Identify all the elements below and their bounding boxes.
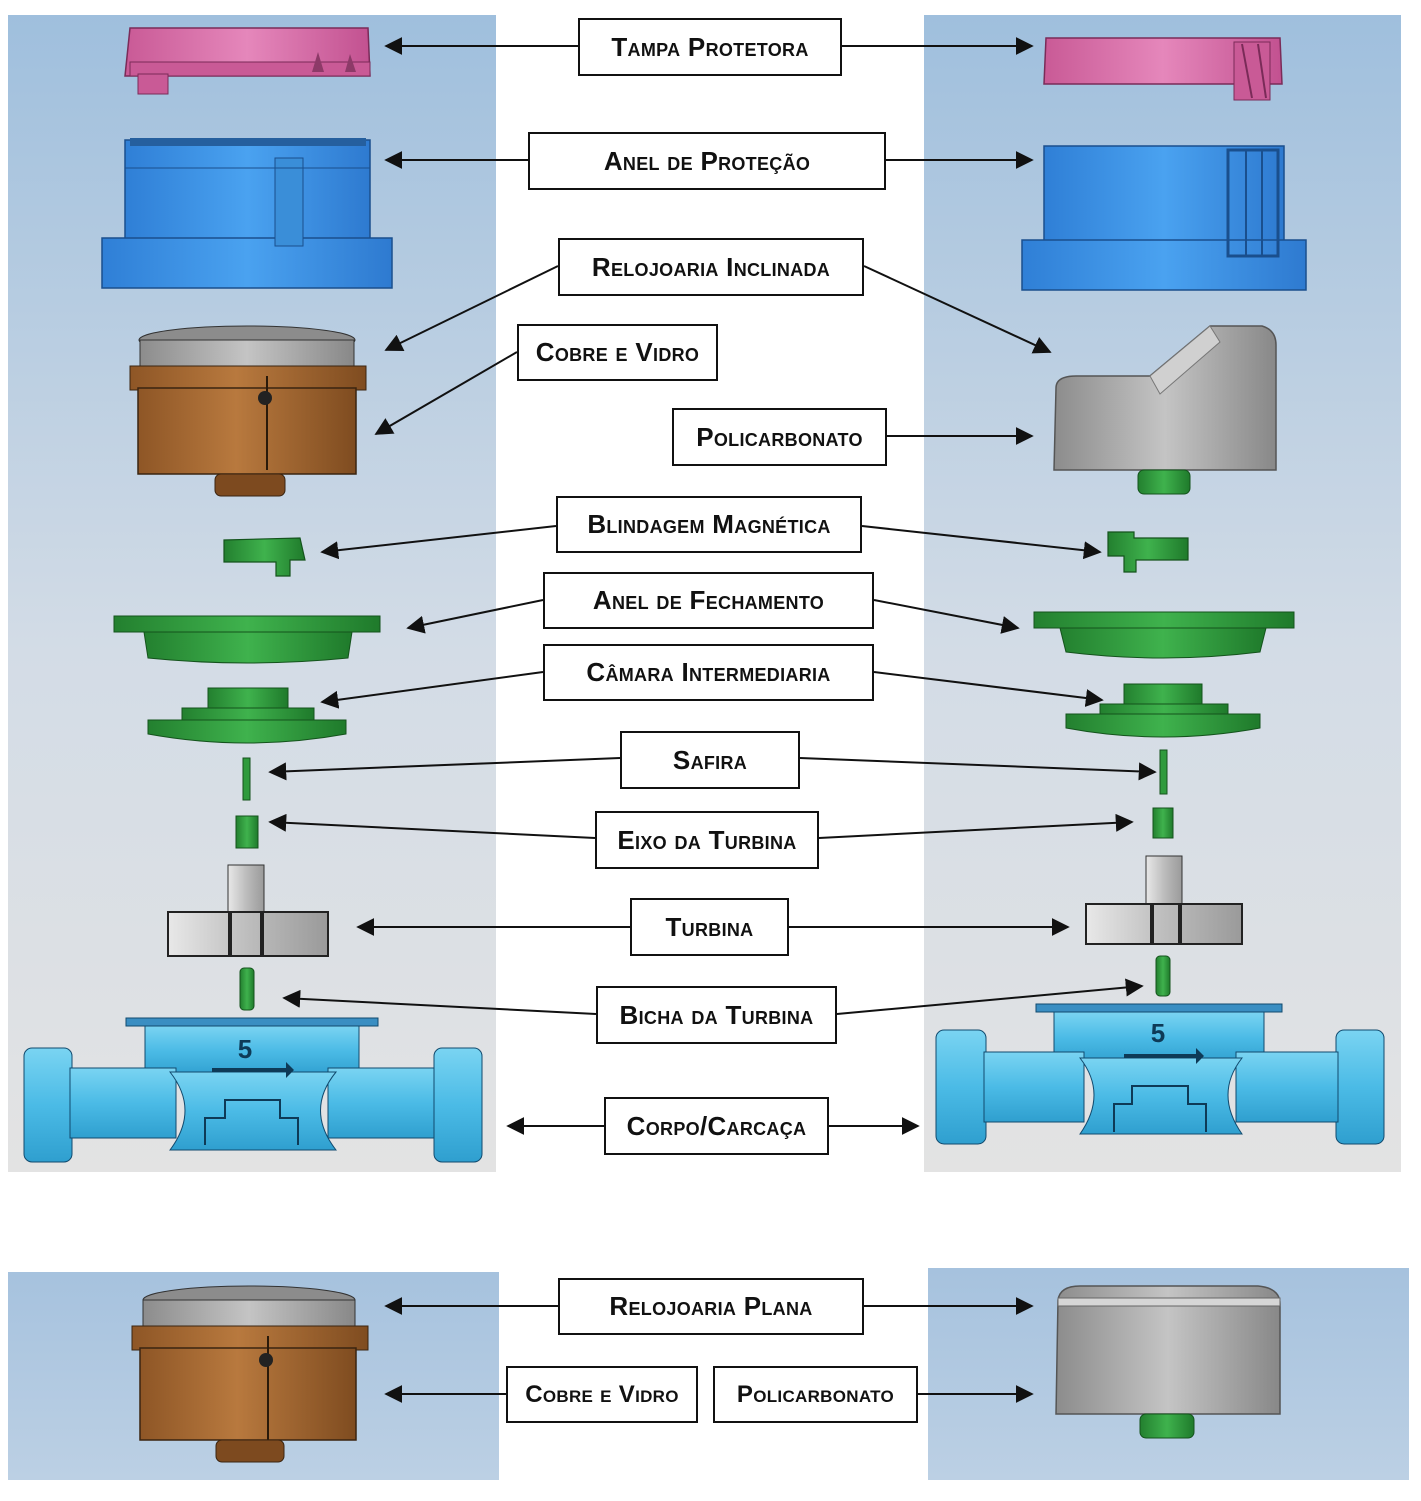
label-blindagem-magnetica: Blindagem Magnética [556,496,862,553]
right-corpo-carcaca: 5 [935,1003,1385,1145]
label-safira: Safira [620,731,800,789]
right-anel-protecao [1021,145,1307,291]
right-anel-fechamento [1033,611,1295,659]
bottom-right-relojoaria-policarbonato [1055,1285,1281,1439]
right-relojoaria-policarbonato [1053,325,1277,495]
right-body-marking: 5 [1151,1018,1165,1048]
label-eixo-turbina: Eixo da Turbina [595,811,819,869]
right-blindagem-magnetica [1107,531,1189,573]
label-cobre-vidro-plana: Cobre e Vidro [506,1366,698,1423]
left-turbina [167,864,329,957]
left-blindagem-magnetica [223,537,306,577]
right-camara-intermediaria [1065,683,1261,738]
label-anel-fechamento: Anel de Fechamento [543,572,874,629]
right-bicha-turbina [1155,955,1171,997]
left-camara-intermediaria [147,687,347,744]
label-policarbonato-plana: Policarbonato [713,1366,918,1423]
right-tampa-protetora [1043,37,1283,101]
label-turbina: Turbina [630,898,789,956]
label-tampa-protetora: Tampa Protetora [578,18,842,76]
label-cobre-vidro: Cobre e Vidro [517,324,718,381]
left-corpo-carcaca: 5 [23,1017,483,1163]
left-anel-protecao [101,138,393,289]
label-policarbonato: Policarbonato [672,408,887,466]
label-bicha-turbina: Bicha da Turbina [596,986,837,1044]
label-relojoaria-plana: Relojoaria Plana [558,1278,864,1335]
left-bicha-turbina [239,967,255,1011]
label-relojoaria-inclinada: Relojoaria Inclinada [558,238,864,296]
left-anel-fechamento [113,615,381,664]
label-anel-protecao: Anel de Proteção [528,132,886,190]
label-camara-intermediaria: Câmara Intermediaria [543,644,874,701]
label-corpo-carcaca: Corpo/Carcaça [604,1097,829,1155]
right-turbina [1085,855,1243,945]
right-safira-eixo [1152,749,1174,839]
bottom-left-relojoaria-cobre [131,1285,369,1463]
left-safira-eixo [235,757,259,849]
arrows [268,37,1157,1403]
left-relojoaria-cobre [129,325,367,497]
left-body-marking: 5 [238,1034,252,1064]
left-tampa-protetora [124,27,371,95]
